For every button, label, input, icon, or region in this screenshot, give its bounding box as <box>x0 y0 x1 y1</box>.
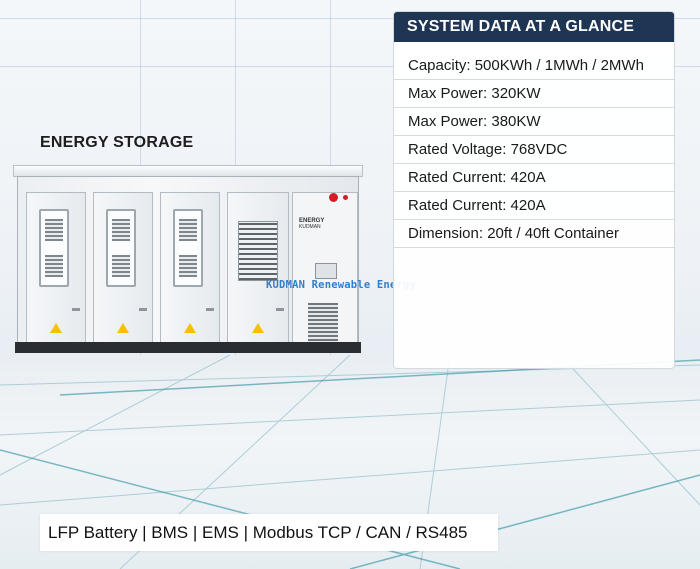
wall-grid-line <box>0 18 700 19</box>
spec-row-max-power: Max Power: 320KW <box>394 80 674 108</box>
control-panel: ENERGY KUDMAN <box>292 192 358 349</box>
product-title: ENERGY STORAGE <box>40 134 194 151</box>
battery-cabinet-door <box>93 192 153 349</box>
warning-icon <box>50 323 62 333</box>
hmi-screen <box>315 263 337 279</box>
vent-grill <box>45 219 63 241</box>
panel-header: SYSTEM DATA AT A GLANCE <box>394 12 674 42</box>
door-handle <box>139 308 147 311</box>
door-handle <box>72 308 80 311</box>
spec-row-rated-current: Rated Current: 420A <box>394 164 674 192</box>
control-panel-vent <box>308 303 338 349</box>
spec-row-rated-voltage: Rated Voltage: 768VDC <box>394 136 674 164</box>
features-bar: LFP Battery | BMS | EMS | Modbus TCP / C… <box>40 514 498 551</box>
door-vent <box>39 209 69 287</box>
warning-icon <box>252 323 264 333</box>
door-handle <box>276 308 284 311</box>
container-body: ENERGY KUDMAN <box>17 176 359 349</box>
vent-grill <box>112 219 130 241</box>
vent-grill <box>179 219 197 241</box>
spec-row-max-power: Max Power: 380KW <box>394 108 674 136</box>
vent-grill <box>179 255 197 277</box>
battery-cabinet-door <box>160 192 220 349</box>
container-base <box>15 342 361 353</box>
battery-cabinet-door <box>26 192 86 349</box>
spec-row-dimension: Dimension: 20ft / 40ft Container <box>394 220 674 248</box>
louver-vent <box>238 221 278 281</box>
brand-plate-line2: KUDMAN <box>299 224 321 230</box>
warning-icon <box>117 323 129 333</box>
energy-storage-container-illustration: ENERGY KUDMAN <box>13 165 363 355</box>
spec-row-capacity: Capacity: 500KWh / 1MWh / 2MWh <box>394 52 674 80</box>
door-handle <box>206 308 214 311</box>
door-vent <box>106 209 136 287</box>
emergency-stop-button-icon <box>329 193 338 202</box>
watermark: KUDMAN Renewable Energy <box>266 279 416 291</box>
indicator-light-icon <box>343 195 348 200</box>
door-vent <box>173 209 203 287</box>
pcs-cabinet-door <box>227 192 289 349</box>
brand-plate-line1: ENERGY <box>299 218 325 224</box>
system-data-panel: SYSTEM DATA AT A GLANCE Capacity: 500KWh… <box>393 11 675 369</box>
brand-plate: ENERGY KUDMAN <box>299 218 351 234</box>
warning-icon <box>184 323 196 333</box>
spec-list: Capacity: 500KWh / 1MWh / 2MWh Max Power… <box>394 52 674 248</box>
spec-row-rated-current: Rated Current: 420A <box>394 192 674 220</box>
vent-grill <box>112 255 130 277</box>
wall-grid-line <box>0 66 700 67</box>
vent-grill <box>45 255 63 277</box>
